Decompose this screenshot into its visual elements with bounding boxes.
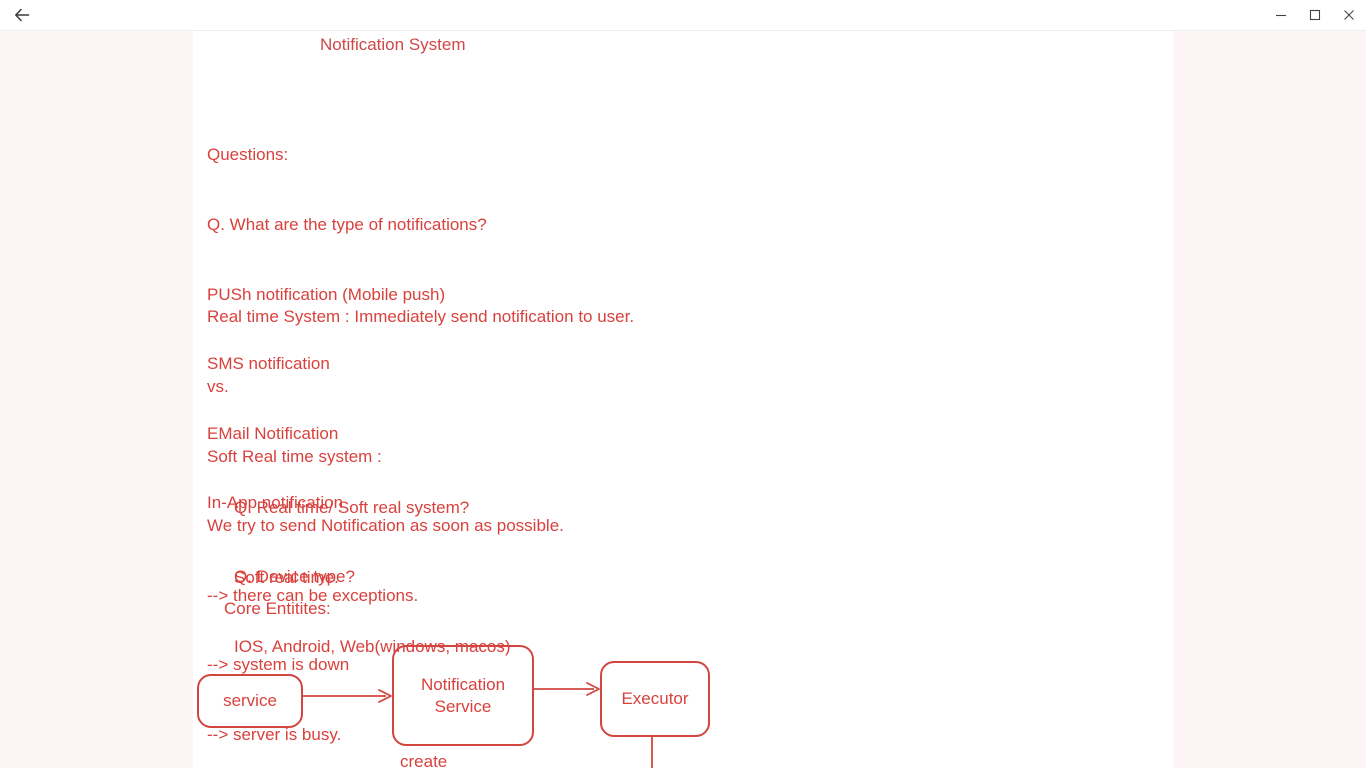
maximize-icon bbox=[1309, 9, 1321, 21]
qa-realtime-answer: Soft real time. bbox=[234, 568, 339, 588]
back-arrow-icon bbox=[13, 6, 31, 24]
questions-block: Questions: Q. What are the type of notif… bbox=[207, 97, 487, 561]
diagram-box-notification-service-label: Notification Service bbox=[420, 674, 506, 716]
window-titlebar bbox=[0, 0, 1366, 31]
diagram-box-executor[interactable]: Executor bbox=[600, 661, 710, 737]
minimize-button[interactable] bbox=[1264, 0, 1298, 31]
maximize-button[interactable] bbox=[1298, 0, 1332, 31]
realtime-line-6: --> server is busy. bbox=[207, 725, 342, 745]
core-entities-heading: Core Entitites: bbox=[224, 599, 331, 618]
back-button[interactable] bbox=[0, 0, 44, 31]
realtime-line-1: vs. bbox=[207, 377, 229, 397]
realtime-block: Real time System : Immediately send noti… bbox=[207, 259, 634, 768]
qa-realtime-block: Q. Real time/ Soft real system? Soft rea… bbox=[234, 450, 469, 636]
qa-device-question: Q. Device type? bbox=[234, 567, 355, 587]
close-icon bbox=[1343, 9, 1355, 21]
minimize-icon bbox=[1275, 9, 1287, 21]
questions-line-2: PUSh notification (Mobile push) bbox=[207, 284, 446, 304]
questions-line-1: Q. What are the type of notifications? bbox=[207, 215, 487, 235]
document-viewport[interactable]: Notification System Questions: Q. What a… bbox=[0, 31, 1366, 768]
close-button[interactable] bbox=[1332, 0, 1366, 31]
questions-line-4: EMail Notification bbox=[207, 423, 339, 443]
qa-device-block: Q. Device type? IOS, Android, Web(window… bbox=[234, 519, 511, 705]
questions-line-5: In-App notification bbox=[207, 493, 344, 513]
window-controls bbox=[1264, 0, 1366, 31]
realtime-line-4: --> there can be exceptions. bbox=[207, 585, 419, 605]
realtime-line-5: --> system is down bbox=[207, 655, 350, 675]
diagram-connector-executor-downward bbox=[651, 736, 653, 768]
diagram-box-notification-service[interactable]: Notification Service bbox=[392, 645, 534, 746]
qa-device-answer: IOS, Android, Web(windows, macos) bbox=[234, 637, 511, 657]
note-page: Notification System Questions: Q. What a… bbox=[193, 31, 1173, 768]
questions-line-3: SMS notification bbox=[207, 354, 330, 374]
diagram-box-service[interactable]: service bbox=[197, 674, 303, 728]
realtime-line-2: Soft Real time system : bbox=[207, 446, 382, 466]
qa-realtime-question: Q. Real time/ Soft real system? bbox=[234, 498, 470, 518]
diagram-box-executor-label: Executor bbox=[621, 689, 689, 708]
page-title: Notification System bbox=[320, 35, 466, 55]
questions-line-0: Questions: bbox=[207, 145, 289, 165]
page-title-text: Notification System bbox=[320, 35, 466, 54]
diagram-box-service-label: service bbox=[223, 691, 277, 710]
realtime-line-3: We try to send Notification as soon as p… bbox=[207, 516, 564, 536]
realtime-line-0: Real time System : Immediately send noti… bbox=[207, 307, 635, 327]
